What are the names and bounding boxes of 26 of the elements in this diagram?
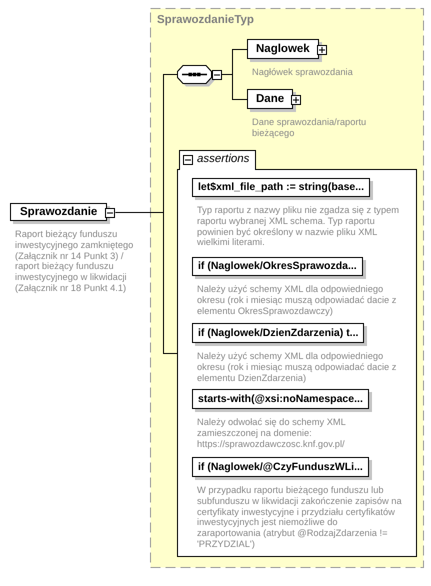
description-text: Nagłówek sprawozdania bbox=[252, 67, 354, 78]
type-group-box bbox=[150, 8, 424, 568]
assertion-box: starts-with(@xsi:noNamespace... bbox=[192, 389, 369, 409]
group-title: SprawozdanieTyp bbox=[157, 14, 254, 26]
assertion-box: if (Naglowek/@CzyFunduszWLi... bbox=[192, 457, 369, 477]
element-name: Naglowek bbox=[256, 43, 310, 55]
panel-title: assertions bbox=[197, 152, 250, 167]
description-text: Należy użyć schemy XML dla odpowiedniego okresu (rok i miesiąc muszą odpowiadać dacie z elementu DzienZdarzenia) bbox=[197, 351, 398, 384]
description-text: W przypadku raportu bieżącego funduszu lub subfunduszu w likwidacji zakończenie zapisów na certyfikaty inwestycyjne i przydziału certyfikatów inwestycyjnych jest niemożliwe do zaraportowania (atrybut @RodzajZdarzenia != 'PRZYDZIAL') bbox=[197, 485, 402, 550]
element-name: Dane bbox=[256, 93, 284, 105]
assertion-box: if (Naglowek/OkresSprawozda... bbox=[192, 257, 363, 276]
connector-line bbox=[221, 74, 233, 75]
connector-line bbox=[114, 212, 164, 213]
connector-line bbox=[163, 212, 178, 354]
description-text: Typ raportu z nazwy pliku nie zgadza się z typem raportu wybranej XML schema. Typ raportu powinien być określony w nazwie pliku XML wielkimi literami. bbox=[197, 205, 400, 248]
assertions-panel bbox=[177, 150, 417, 557]
connector-line bbox=[232, 49, 248, 75]
connector-line bbox=[163, 74, 178, 213]
connector-line bbox=[232, 74, 248, 100]
description-text: Należy odwołać się do schemy XML zamieszczonej na domenie: https://sprawozdawczosc.knf.gov.pl/ bbox=[197, 417, 346, 450]
description-text: Należy użyć schemy XML dla odpowiedniego okresu (rok i miesiąc muszą odpowiadać dacie z elementu OkresSprawozdawczy) bbox=[197, 284, 398, 316]
element-name: Sprawozdanie bbox=[20, 206, 98, 218]
description-text: Raport bieżący funduszu inwestycyjnego zamkniętego (Załącznik nr 14 Punkt 3) / raport bieżący funduszu inwestycyjnego w likwidacji (Załącznik nr 18 Punkt 4.1) bbox=[15, 229, 134, 294]
assertion-box: let$xml_file_path := string(base... bbox=[192, 178, 370, 197]
description-text: Dane sprawozdania/raportu bieżącego bbox=[252, 117, 368, 139]
assertion-box: if (Naglowek/DzienZdarzenia) t... bbox=[192, 323, 364, 343]
